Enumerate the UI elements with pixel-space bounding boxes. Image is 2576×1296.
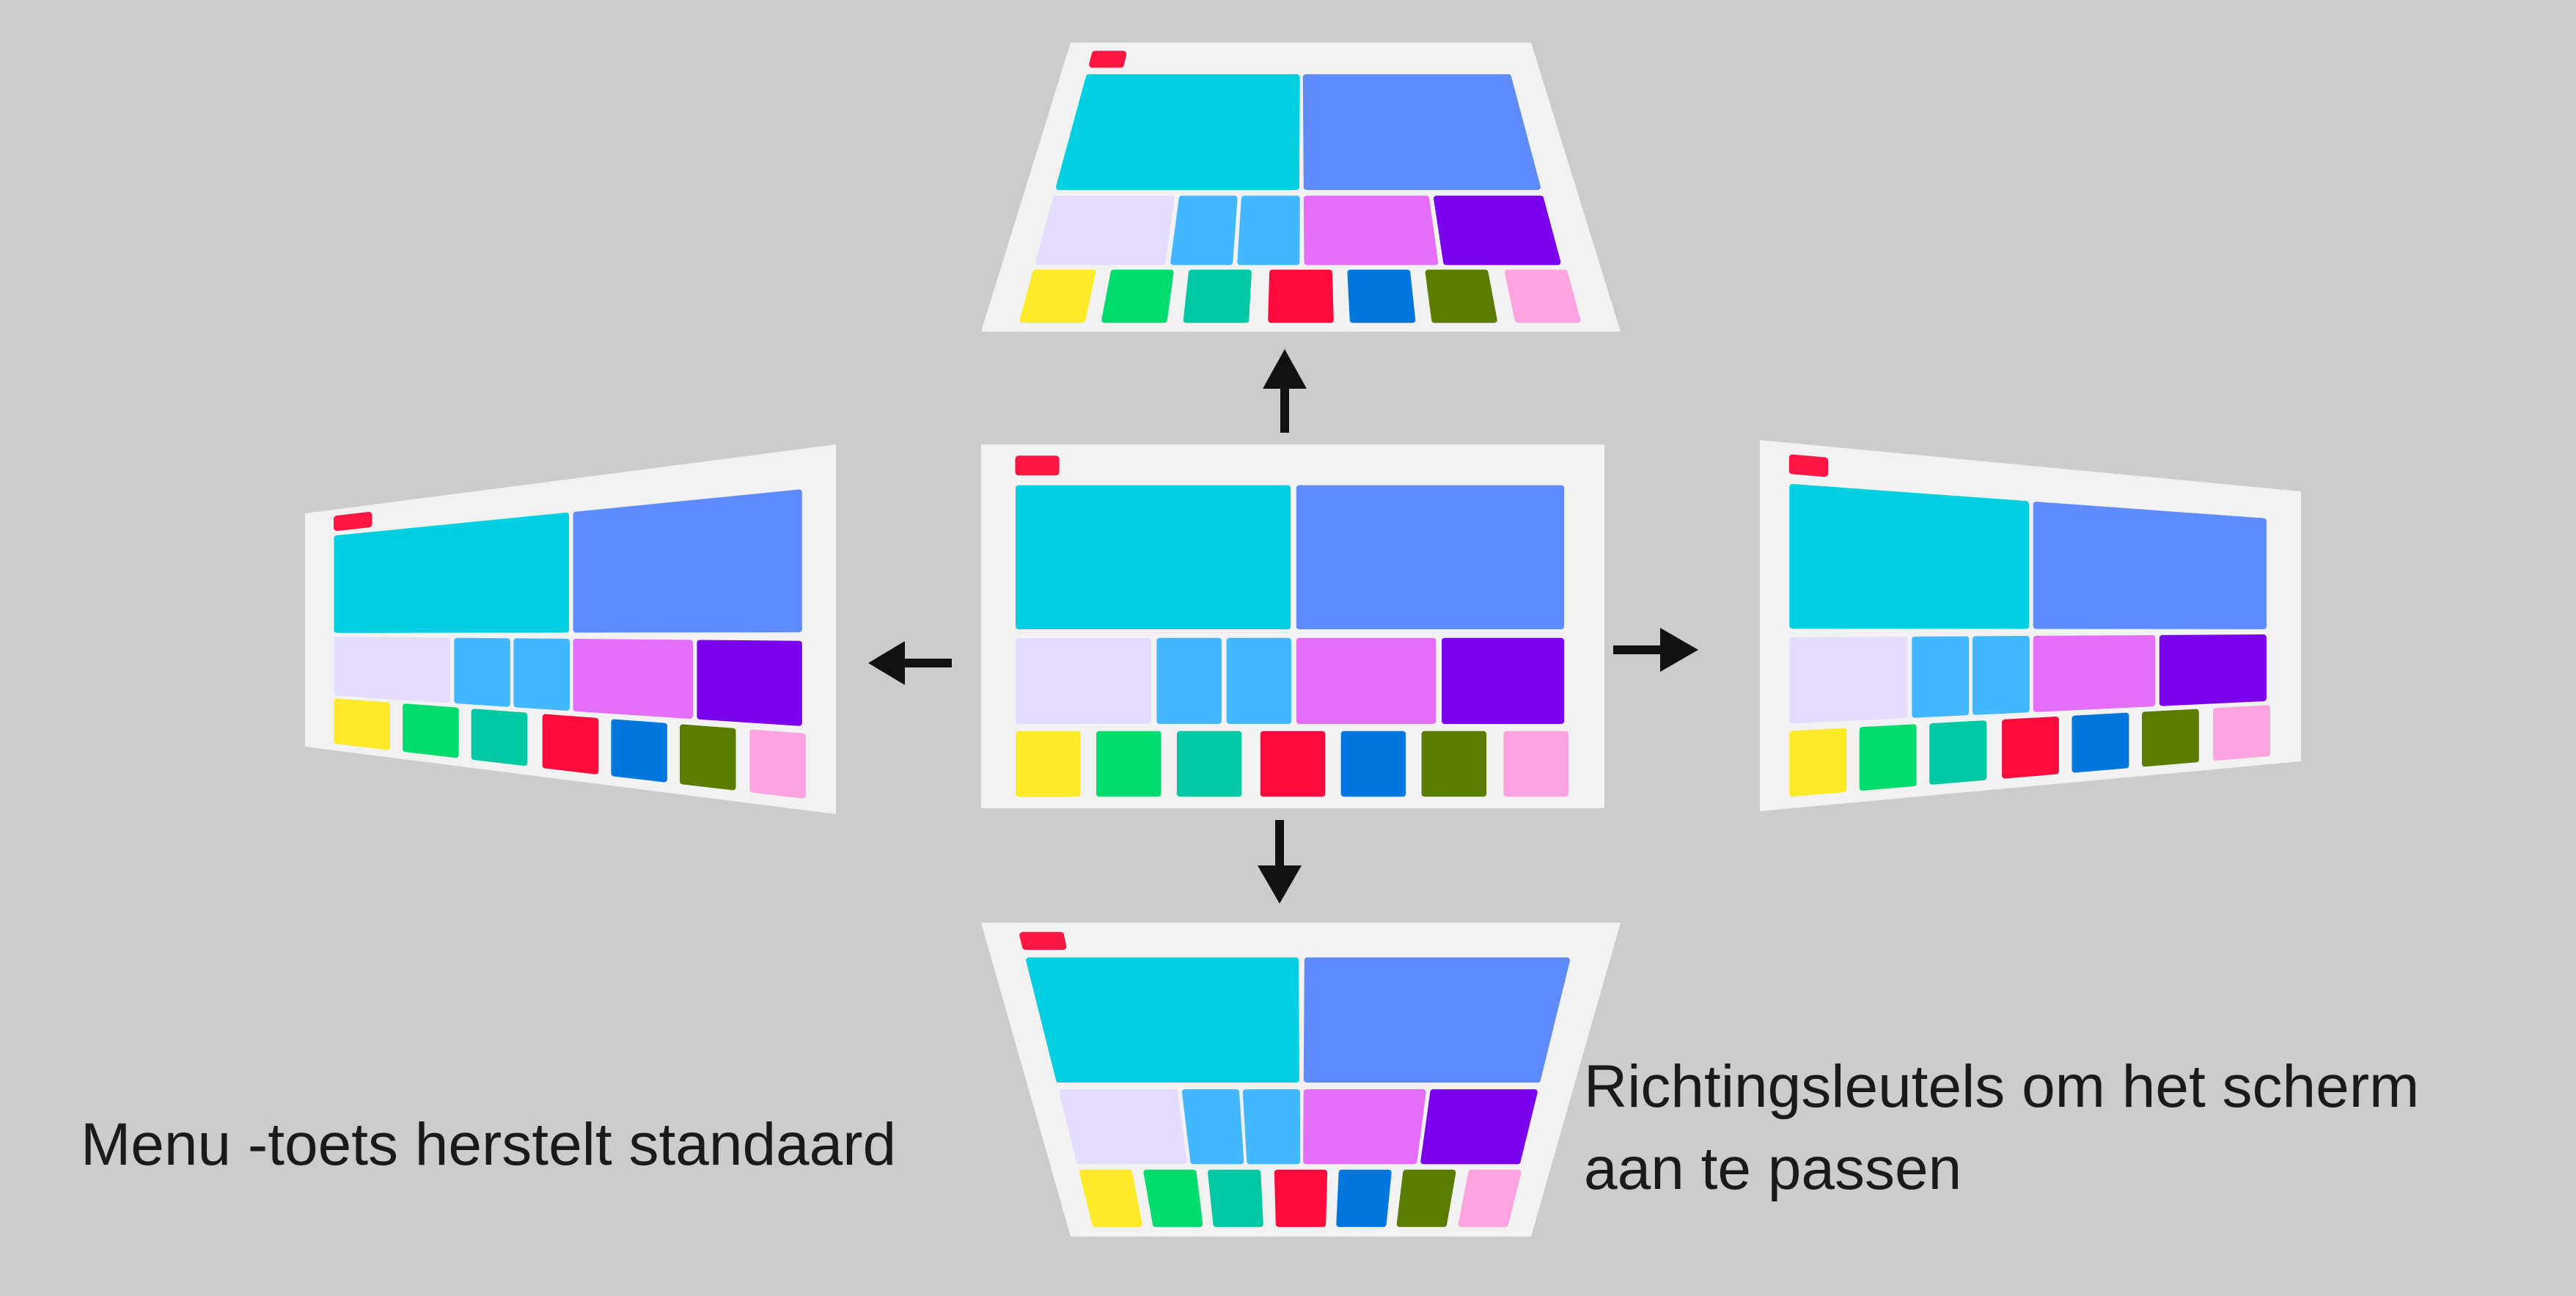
key-teal [1183, 269, 1252, 323]
tile-large-periwinkle [573, 489, 802, 633]
up-arrow-head [1263, 349, 1307, 389]
tile-skyblue-1 [1181, 1089, 1244, 1165]
tile-lavender [1789, 637, 1908, 724]
tile-pink [1303, 1089, 1426, 1165]
key-blue [611, 719, 667, 783]
tile-large-cyan [1016, 485, 1291, 629]
screen-center [981, 444, 1604, 808]
arrows-layer [868, 349, 1698, 904]
key-teal [1208, 1169, 1263, 1227]
tile-large-cyan [1026, 957, 1299, 1083]
tile-skyblue-1 [1170, 195, 1238, 266]
tile-pink [1296, 637, 1436, 724]
tile-large-periwinkle [2033, 502, 2267, 629]
tile-lavender [1035, 195, 1175, 266]
key-yellow [1019, 269, 1096, 323]
tile-lavender [1016, 637, 1151, 724]
tile-skyblue-1 [454, 637, 510, 707]
key-olive [1421, 731, 1487, 797]
key-olive [1396, 1169, 1456, 1227]
key-lightpink [1503, 731, 1568, 797]
tile-lavender [334, 637, 450, 703]
indicator-pill [334, 511, 373, 531]
screen-left [305, 444, 836, 814]
indicator-pill [1019, 931, 1067, 950]
tile-skyblue-1 [1912, 636, 1970, 718]
left-arrow-head [868, 641, 905, 685]
indicator-pill [1788, 454, 1829, 477]
screen-bottom [981, 923, 1621, 1237]
right-arrow [1613, 628, 1698, 672]
key-green [1143, 1169, 1203, 1227]
key-green [1859, 724, 1917, 791]
tile-large-cyan [334, 512, 570, 633]
key-blue [1347, 269, 1416, 323]
key-lightpink [1458, 1169, 1522, 1227]
tile-skyblue-2 [1237, 195, 1300, 266]
tile-skyblue-2 [1242, 1089, 1301, 1165]
tile-skyblue-2 [1226, 637, 1292, 724]
key-red [1260, 731, 1326, 797]
key-red [1274, 1169, 1328, 1227]
key-green [1101, 269, 1174, 323]
key-teal [1176, 731, 1242, 797]
key-olive [680, 724, 736, 791]
up-arrow [1263, 349, 1307, 433]
screen-right [1760, 440, 2301, 811]
arrow-keys-caption-line-2: aan te passen [1584, 1135, 1962, 1202]
key-teal [1929, 720, 1987, 785]
right-arrow-head [1660, 628, 1698, 672]
key-green [403, 703, 459, 758]
key-lightpink [2213, 705, 2270, 761]
tile-purple [1434, 195, 1561, 266]
tile-pink [573, 639, 693, 719]
tile-large-periwinkle [1296, 485, 1565, 629]
down-arrow [1258, 820, 1302, 904]
tile-skyblue-2 [1973, 636, 2030, 715]
tile-large-cyan [1056, 74, 1300, 190]
key-olive [2142, 709, 2199, 767]
screen-top [981, 43, 1621, 332]
tile-purple [1420, 1089, 1538, 1165]
tile-skyblue-1 [1156, 637, 1222, 724]
key-red [1268, 269, 1334, 323]
key-olive [1425, 269, 1497, 323]
tile-large-periwinkle [1303, 957, 1570, 1083]
reset-caption: Menu -toets herstelt standaard [81, 1111, 897, 1178]
key-red [2002, 717, 2059, 779]
tile-purple [697, 640, 802, 726]
key-blue [1340, 731, 1406, 797]
key-yellow [334, 698, 390, 750]
key-blue [1336, 1169, 1392, 1227]
tile-large-periwinkle [1302, 74, 1541, 190]
key-teal [471, 709, 528, 766]
indicator-pill [1089, 51, 1127, 68]
key-green [1096, 731, 1162, 797]
key-blue [2072, 712, 2129, 773]
key-lightpink [749, 729, 806, 799]
tile-large-cyan [1789, 483, 2029, 629]
tile-purple [2159, 634, 2267, 706]
tile-purple [1442, 637, 1565, 724]
arrow-keys-caption: Richtingsleutels om het scherm aan te pa… [1584, 1046, 2419, 1210]
key-lightpink [1505, 269, 1581, 323]
indicator-pill [1015, 455, 1060, 476]
key-yellow [1079, 1169, 1142, 1227]
key-yellow [1789, 728, 1847, 797]
tile-pink [2033, 635, 2156, 712]
tile-skyblue-2 [513, 638, 570, 711]
tile-pink [1303, 195, 1439, 266]
screens-layer [305, 43, 2301, 1237]
key-red [542, 714, 599, 775]
key-yellow [1016, 731, 1081, 797]
arrow-keys-caption-line-1: Richtingsleutels om het scherm [1584, 1053, 2420, 1120]
down-arrow-head [1258, 865, 1302, 904]
left-arrow [868, 641, 952, 685]
tile-lavender [1059, 1089, 1187, 1165]
